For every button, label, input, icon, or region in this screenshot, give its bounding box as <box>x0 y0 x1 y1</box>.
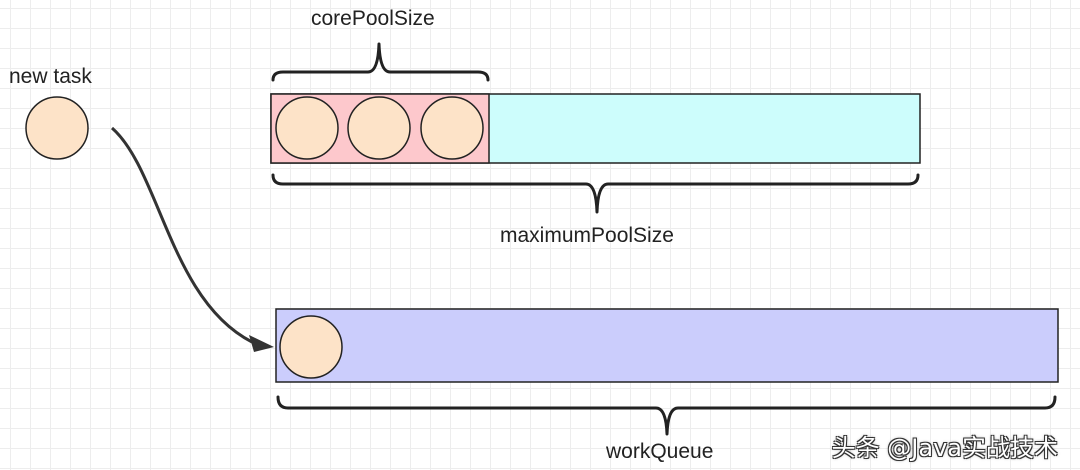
new-task-label: new task <box>9 65 92 88</box>
core-pool-size-brace <box>271 42 490 82</box>
core-thread-1 <box>275 96 339 160</box>
watermark: 头条 @Java实战技术 <box>831 434 1058 462</box>
arrow-head-icon <box>249 335 274 352</box>
new-task-arrow <box>111 126 253 344</box>
core-thread-3 <box>420 96 484 160</box>
queued-task <box>279 315 343 379</box>
work-queue-brace <box>276 395 1057 436</box>
new-task-circle <box>25 96 89 160</box>
core-thread-2 <box>347 96 411 160</box>
work-queue-label: workQueue <box>606 440 714 463</box>
core-pool-size-label: corePoolSize <box>311 7 435 30</box>
maximum-pool-size-label: maximumPoolSize <box>500 224 674 247</box>
work-queue-region <box>275 308 1059 383</box>
maximum-pool-size-brace <box>271 173 920 214</box>
